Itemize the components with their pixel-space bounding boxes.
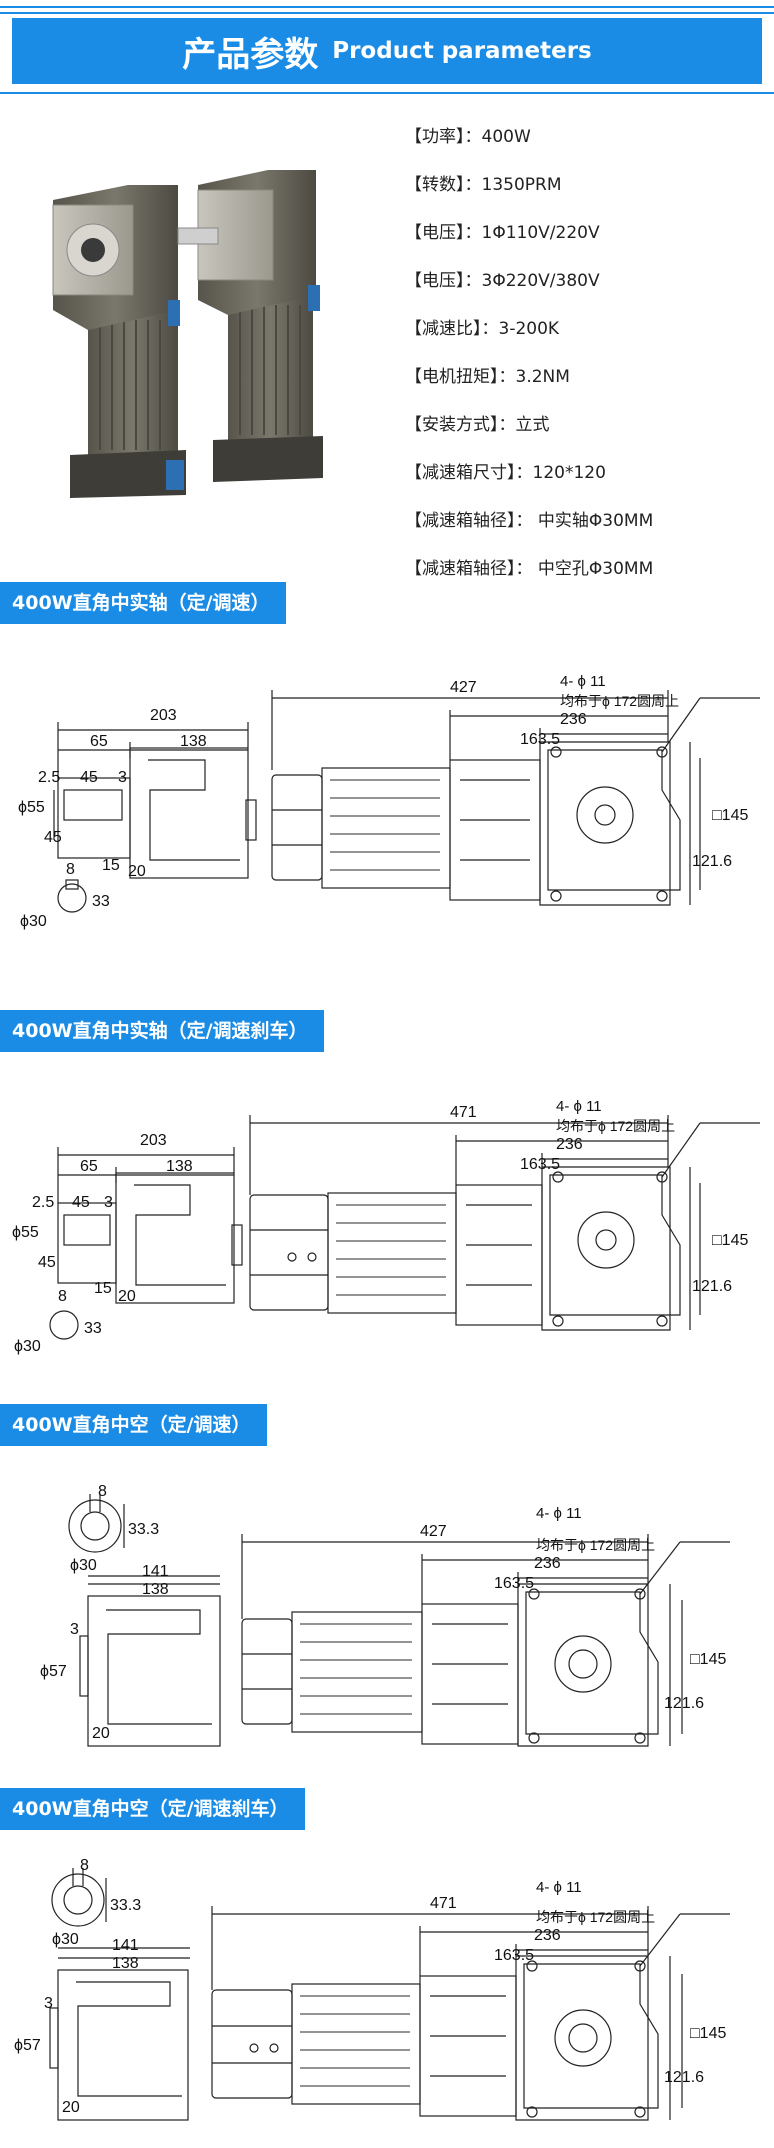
dim-pcd: 均布于ϕ 172圆周上 — [556, 1118, 675, 1134]
param-torque: 【电机扭矩】：3.2NM — [405, 367, 570, 387]
dim-bore: ϕ57 — [40, 1663, 67, 1680]
dim-pcd: 均布于ϕ 172圆周上 — [560, 693, 679, 709]
dim-shaft30: ϕ30 — [70, 1557, 97, 1574]
dim-total: 471 — [430, 1895, 457, 1912]
dim-side-b: 138 — [112, 1955, 139, 1972]
banner-top-line-2 — [0, 12, 774, 14]
dim-side-total: 203 — [150, 707, 177, 724]
dim-key-len: 45 — [44, 829, 62, 846]
product-photo — [52, 170, 323, 498]
param-voltage-1ph: 【电压】：1Φ110V/220V — [405, 223, 600, 243]
param-solid-shaft: 【减速箱轴径】： 中实轴Φ30MM — [405, 511, 654, 531]
dim-shaft30: ϕ30 — [14, 1338, 41, 1355]
dim-236: 236 — [560, 711, 587, 728]
dim-w20: 20 — [128, 863, 146, 880]
section-tag-solid-speed: 400W直角中实轴（定/调速） — [0, 582, 286, 624]
drawing-hollow-brake: 8 33.3 ϕ30 141 138 3 ϕ57 20 471 4- ϕ 11 … — [14, 1858, 730, 2121]
dim-holes: 4- ϕ 11 — [536, 1505, 582, 1522]
drawing-hollow-speed: 8 33.3 ϕ30 141 138 3 ϕ57 20 427 4- ϕ 11 … — [40, 1484, 730, 1747]
param-ratio: 【减速比】：3-200K — [405, 319, 560, 339]
dim-holes: 4- ϕ 11 — [536, 1879, 582, 1896]
header-title-cn: 产品参数 — [182, 34, 319, 75]
dim-w15: 15 — [102, 857, 120, 874]
dim-key33: 33.3 — [110, 1897, 141, 1914]
dim-gap1: 2.5 — [38, 769, 60, 786]
dim-key8: 8 — [66, 861, 75, 878]
dim-shaft30: ϕ30 — [52, 1931, 79, 1948]
banner-top-line — [0, 6, 774, 8]
dim-key-len: 45 — [38, 1254, 56, 1271]
parameter-list: 【功率】：400W 【转数】：1350PRM 【电压】：1Φ110V/220V … — [405, 124, 653, 604]
param-hollow-bore: 【减速箱轴径】： 中空孔Φ30MM — [405, 559, 654, 579]
section-tag-solid-brake: 400W直角中实轴（定/调速刹车） — [0, 1010, 324, 1052]
dim-key8: 8 — [98, 1484, 107, 1500]
dim-145: □145 — [712, 1232, 748, 1249]
dim-side-total: 141 — [112, 1937, 139, 1954]
header-title: 产品参数 Product parameters — [12, 18, 762, 84]
dim-pcd: 均布于ϕ 172圆周上 — [536, 1537, 655, 1553]
dim-gap2: 45 — [72, 1194, 90, 1211]
dim-121: 121.6 — [692, 1278, 732, 1295]
banner-bottom-line — [0, 92, 774, 94]
dim-gap2: 45 — [80, 769, 98, 786]
dim-shaft30: ϕ30 — [20, 913, 47, 930]
dim-total: 427 — [420, 1523, 447, 1540]
dim-145: □145 — [690, 1651, 726, 1668]
drawing-solid-brake: 203 65 138 2.5 45 3 ϕ55 45 15 20 8 33 ϕ3… — [12, 1098, 760, 1355]
dim-gap3: 3 — [44, 1995, 53, 2012]
param-voltage-3ph: 【电压】：3Φ220V/380V — [405, 271, 600, 291]
dim-side-b: 138 — [166, 1158, 193, 1175]
dim-bore: ϕ57 — [14, 2037, 41, 2054]
dim-key33: 33.3 — [128, 1521, 159, 1538]
dim-236: 236 — [534, 1555, 561, 1572]
section-tag-hollow-speed: 400W直角中空（定/调速） — [0, 1404, 267, 1446]
dim-gap3: 3 — [104, 1194, 113, 1211]
dim-side-b: 138 — [142, 1581, 169, 1598]
dim-163: 163.5 — [494, 1947, 534, 1964]
param-mounting: 【安装方式】：立式 — [405, 415, 550, 435]
dim-side-total: 141 — [142, 1563, 169, 1580]
dim-key33: 33 — [84, 1320, 102, 1337]
dim-pcd: 均布于ϕ 172圆周上 — [536, 1909, 655, 1925]
section-tag-hollow-brake: 400W直角中空（定/调速刹车） — [0, 1788, 305, 1830]
dim-w20: 20 — [118, 1288, 136, 1305]
dim-gap3: 3 — [118, 769, 127, 786]
dim-side-a: 65 — [90, 733, 108, 750]
dim-w20: 20 — [62, 2099, 80, 2116]
dim-total: 427 — [450, 679, 477, 696]
motor-solid-shaft-photo — [52, 185, 186, 498]
dim-holes: 4- ϕ 11 — [560, 673, 606, 690]
dim-shaft-dia: ϕ55 — [18, 799, 45, 816]
dim-163: 163.5 — [520, 1156, 560, 1173]
dim-w15: 15 — [94, 1280, 112, 1297]
param-power: 【功率】：400W — [405, 127, 531, 147]
motor-hollow-shaft-photo — [177, 170, 323, 482]
dim-gap1: 2.5 — [32, 1194, 54, 1211]
dim-side-total: 203 — [140, 1132, 167, 1149]
dim-121: 121.6 — [692, 853, 732, 870]
dim-163: 163.5 — [520, 731, 560, 748]
dim-163: 163.5 — [494, 1575, 534, 1592]
dim-key8: 8 — [80, 1858, 89, 1874]
dim-gap3: 3 — [70, 1621, 79, 1638]
dim-121: 121.6 — [664, 2069, 704, 2086]
dim-236: 236 — [534, 1927, 561, 1944]
drawing-solid-speed: 203 65 138 2.5 45 3 ϕ55 45 15 20 8 33 ϕ3… — [18, 673, 760, 930]
dim-holes: 4- ϕ 11 — [556, 1098, 602, 1115]
dim-145: □145 — [712, 807, 748, 824]
dim-side-b: 138 — [180, 733, 207, 750]
param-gearbox-size: 【减速箱尺寸】：120*120 — [405, 463, 606, 483]
dim-shaft-dia: ϕ55 — [12, 1224, 39, 1241]
header-title-en: Product parameters — [332, 38, 592, 64]
dim-145: □145 — [690, 2025, 726, 2042]
dim-236: 236 — [556, 1136, 583, 1153]
param-speed: 【转数】：1350PRM — [405, 175, 562, 195]
dim-key8: 8 — [58, 1288, 67, 1305]
dim-w20: 20 — [92, 1725, 110, 1742]
dim-side-a: 65 — [80, 1158, 98, 1175]
dim-key33: 33 — [92, 893, 110, 910]
header-banner: 产品参数 Product parameters — [12, 18, 762, 84]
dim-121: 121.6 — [664, 1695, 704, 1712]
dim-total: 471 — [450, 1104, 477, 1121]
